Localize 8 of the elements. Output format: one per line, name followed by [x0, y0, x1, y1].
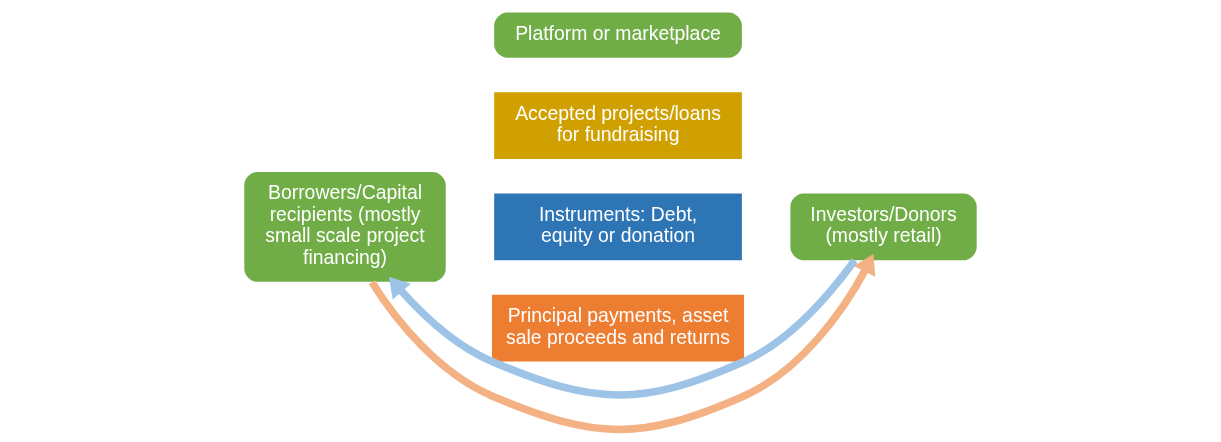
arrow: [388, 258, 858, 399]
node-box: Instruments: Debt, equity or donation: [494, 193, 742, 261]
node-box: Borrowers/Capital recipients (mostly small scale project financing): [244, 171, 446, 282]
node-box: Principal payments, asset sale proceeds and returns: [492, 294, 745, 362]
node-box: Platform or marketplace: [494, 12, 742, 58]
node-box: Investors/Donors (mostly retail): [790, 193, 977, 261]
node-box: Accepted projects/loans for fundraising: [494, 92, 742, 160]
arrow: [368, 253, 876, 434]
